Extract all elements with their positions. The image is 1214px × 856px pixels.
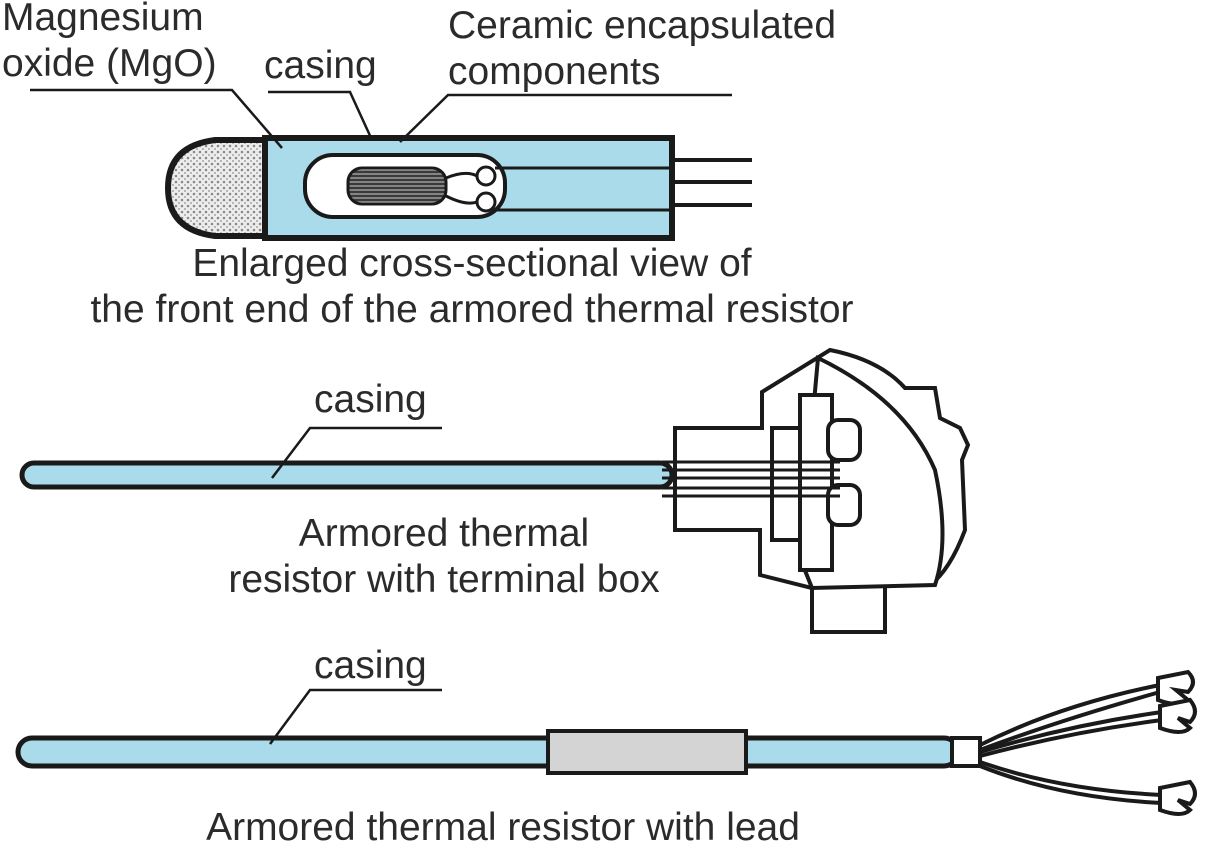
bottom-casing-leader [268, 688, 442, 745]
lead-wires [979, 683, 1163, 805]
cross-section-caption-line1: Enlarged cross-sectional view of [192, 242, 752, 285]
cross-section-caption-line2: the front end of the armored thermal res… [90, 288, 854, 331]
mgo-label-line1: Magnesium [2, 0, 204, 39]
middle-casing-rod [19, 460, 675, 490]
casing-middle-label: casing [314, 378, 427, 421]
bottom-sleeve [546, 729, 748, 775]
mgo-label-line2: oxide (MgO) [2, 42, 217, 85]
terminal-box-resistor [19, 347, 971, 634]
mgo-leader [30, 88, 283, 149]
ceramic-leader [399, 93, 732, 143]
lead-caption: Armored thermal resistor with lead [206, 806, 800, 849]
terminal-box-wires [662, 460, 840, 498]
ceramic-label-line1: Ceramic encapsulated [448, 4, 837, 47]
terminal-loop-upper [475, 165, 497, 187]
bottom-casing-rod [15, 735, 961, 769]
mgo-filled-tip [164, 137, 268, 239]
middle-casing-leader [271, 426, 442, 479]
terminal-box-caption-line2: resistor with terminal box [228, 558, 660, 601]
ceramic-element [346, 166, 448, 206]
casing-bottom-label: casing [314, 644, 427, 687]
terminal-box-caption-line1: Armored thermal [298, 512, 590, 555]
terminal-box [673, 347, 971, 634]
fork-terminal [1156, 669, 1197, 816]
ceramic-label-line2: components [448, 50, 661, 93]
casing-top-label: casing [264, 44, 377, 87]
bottom-end-cap [950, 736, 982, 768]
casing-top-leader [268, 90, 374, 141]
cross-section-view [30, 88, 752, 241]
lead-resistor [15, 669, 1197, 816]
terminal-loop-lower [475, 191, 497, 213]
